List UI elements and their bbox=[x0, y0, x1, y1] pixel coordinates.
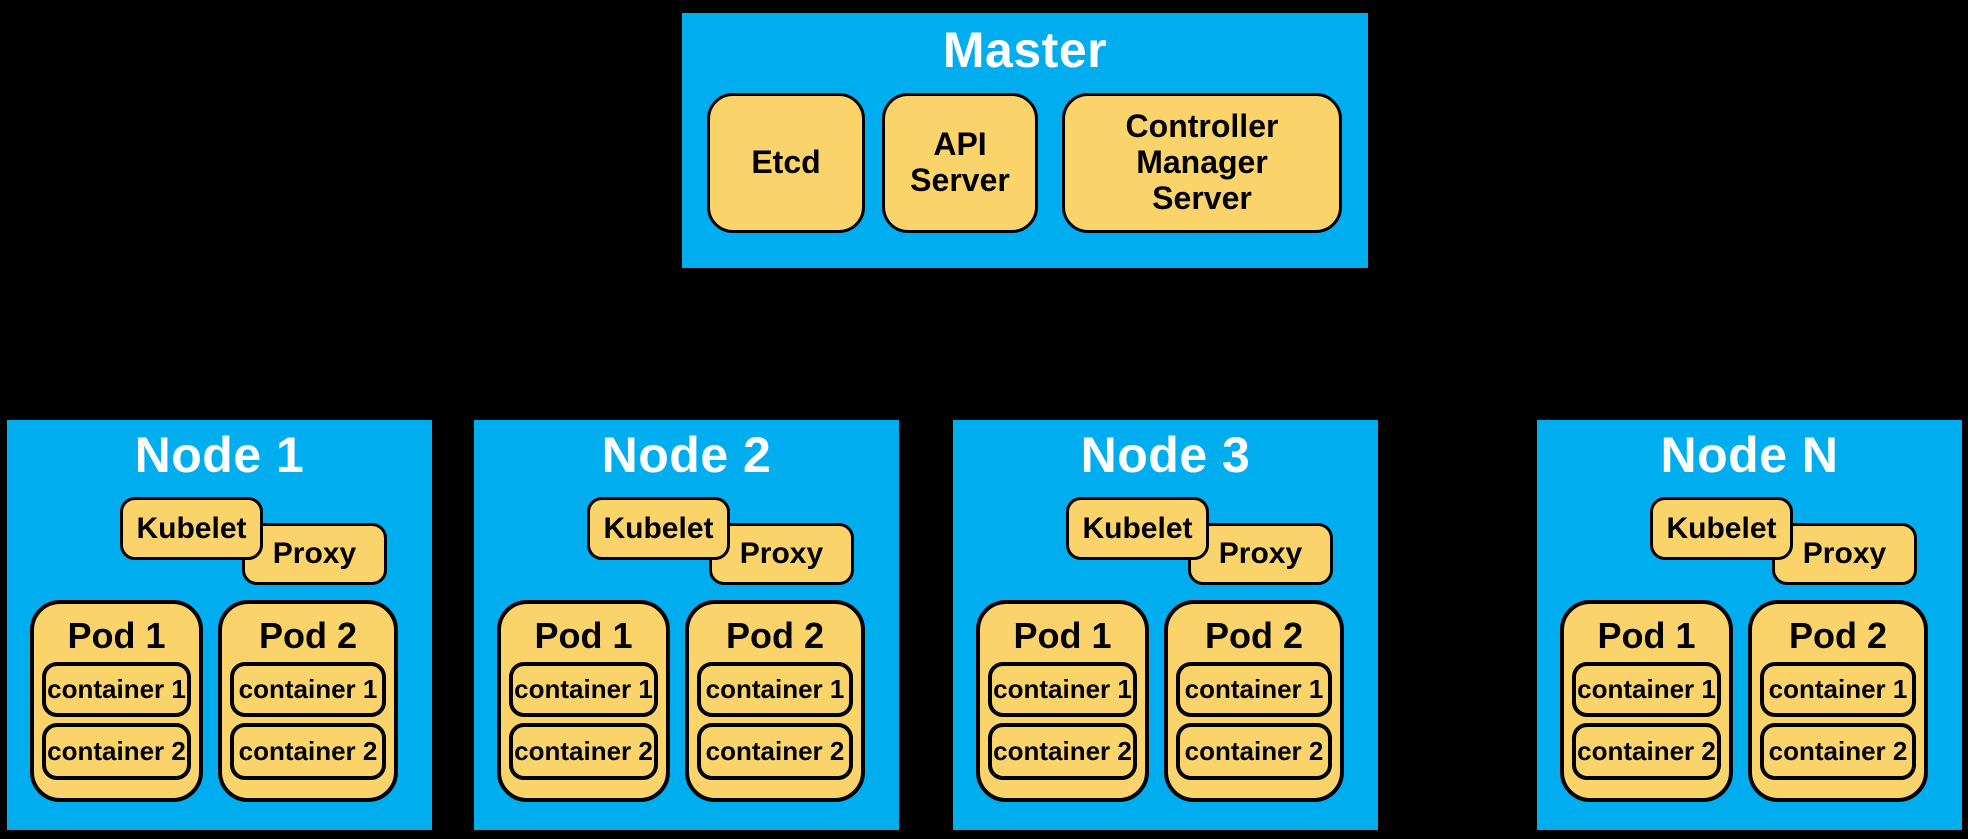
kubelet-box: Kubelet bbox=[1650, 497, 1793, 560]
container-label: container 1 bbox=[1768, 674, 1908, 705]
node-1-panel: Node 1 Kubelet Proxy Pod 1 container 1 c… bbox=[7, 420, 432, 830]
kubelet-label: Kubelet bbox=[603, 511, 714, 545]
master-title: Master bbox=[942, 22, 1108, 78]
master-panel: Master Etcd API Server Controller Manage… bbox=[682, 13, 1368, 268]
kubelet-box: Kubelet bbox=[120, 497, 263, 560]
container-box: container 2 bbox=[697, 723, 853, 780]
pod-title: Pod 1 bbox=[534, 615, 633, 656]
pod-box: Pod 2 container 1 container 2 bbox=[218, 600, 398, 802]
pod-box: Pod 2 container 1 container 2 bbox=[685, 600, 865, 802]
pod-title: Pod 1 bbox=[67, 615, 166, 656]
node-title: Node 2 bbox=[601, 427, 772, 483]
node-title: Node 3 bbox=[1080, 427, 1251, 483]
pod-box: Pod 1 container 1 container 2 bbox=[1560, 600, 1733, 802]
container-label: container 2 bbox=[1577, 736, 1716, 767]
pod-box: Pod 1 container 1 container 2 bbox=[30, 600, 203, 802]
node-title: Node 1 bbox=[134, 427, 305, 483]
node-title: Node N bbox=[1660, 427, 1839, 483]
node-3-panel: Node 3 Kubelet Proxy Pod 1 container 1 c… bbox=[953, 420, 1378, 830]
pod-title: Pod 2 bbox=[725, 615, 824, 656]
container-label: container 1 bbox=[705, 674, 845, 705]
container-box: container 2 bbox=[1176, 723, 1332, 780]
etcd-label: Etcd bbox=[751, 144, 821, 181]
controller-manager-server-label: Controller Manager Server bbox=[1125, 108, 1279, 216]
container-box: container 1 bbox=[697, 662, 853, 717]
pod-box: Pod 1 container 1 container 2 bbox=[497, 600, 670, 802]
pod-title: Pod 1 bbox=[1597, 615, 1696, 656]
container-box: container 2 bbox=[509, 723, 658, 780]
container-box: container 1 bbox=[509, 662, 658, 717]
proxy-box: Proxy bbox=[242, 523, 387, 585]
container-label: container 2 bbox=[993, 736, 1132, 767]
container-label: container 1 bbox=[47, 674, 186, 705]
container-box: container 1 bbox=[1176, 662, 1332, 717]
node-2-panel: Node 2 Kubelet Proxy Pod 1 container 1 c… bbox=[474, 420, 899, 830]
kubelet-label: Kubelet bbox=[136, 511, 247, 545]
pod-title: Pod 2 bbox=[1204, 615, 1303, 656]
kubelet-box: Kubelet bbox=[587, 497, 730, 560]
api-server-label: API Server bbox=[910, 126, 1010, 198]
pod-title: Pod 2 bbox=[258, 615, 357, 656]
proxy-label: Proxy bbox=[1218, 537, 1303, 570]
container-label: container 2 bbox=[1768, 736, 1908, 767]
proxy-label: Proxy bbox=[1802, 537, 1887, 570]
container-box: container 1 bbox=[1760, 662, 1916, 717]
container-box: container 1 bbox=[1572, 662, 1721, 717]
container-label: container 2 bbox=[47, 736, 186, 767]
container-label: container 2 bbox=[238, 736, 378, 767]
pod-box: Pod 2 container 1 container 2 bbox=[1748, 600, 1928, 802]
kubelet-label: Kubelet bbox=[1082, 511, 1193, 545]
container-label: container 2 bbox=[514, 736, 653, 767]
proxy-box: Proxy bbox=[709, 523, 854, 585]
pod-title: Pod 2 bbox=[1788, 615, 1887, 656]
container-label: container 1 bbox=[1184, 674, 1324, 705]
container-box: container 2 bbox=[42, 723, 191, 780]
kubelet-box: Kubelet bbox=[1066, 497, 1209, 560]
container-label: container 2 bbox=[1184, 736, 1324, 767]
pod-box: Pod 2 container 1 container 2 bbox=[1164, 600, 1344, 802]
proxy-label: Proxy bbox=[272, 537, 357, 570]
container-box: container 1 bbox=[988, 662, 1137, 717]
etcd-box: Etcd bbox=[707, 93, 865, 233]
container-box: container 1 bbox=[42, 662, 191, 717]
proxy-box: Proxy bbox=[1188, 523, 1333, 585]
controller-manager-server-box: Controller Manager Server bbox=[1062, 93, 1342, 233]
container-box: container 1 bbox=[230, 662, 386, 717]
container-label: container 1 bbox=[1577, 674, 1716, 705]
proxy-box: Proxy bbox=[1772, 523, 1917, 585]
container-label: container 2 bbox=[705, 736, 845, 767]
container-box: container 2 bbox=[988, 723, 1137, 780]
api-server-box: API Server bbox=[882, 93, 1038, 233]
container-box: container 2 bbox=[230, 723, 386, 780]
node-n-panel: Node N Kubelet Proxy Pod 1 container 1 c… bbox=[1537, 420, 1962, 830]
container-label: container 1 bbox=[238, 674, 378, 705]
container-label: container 1 bbox=[514, 674, 653, 705]
pod-title: Pod 1 bbox=[1013, 615, 1112, 656]
container-box: container 2 bbox=[1760, 723, 1916, 780]
pod-box: Pod 1 container 1 container 2 bbox=[976, 600, 1149, 802]
container-label: container 1 bbox=[993, 674, 1132, 705]
kubelet-label: Kubelet bbox=[1666, 511, 1777, 545]
container-box: container 2 bbox=[1572, 723, 1721, 780]
proxy-label: Proxy bbox=[739, 537, 824, 570]
